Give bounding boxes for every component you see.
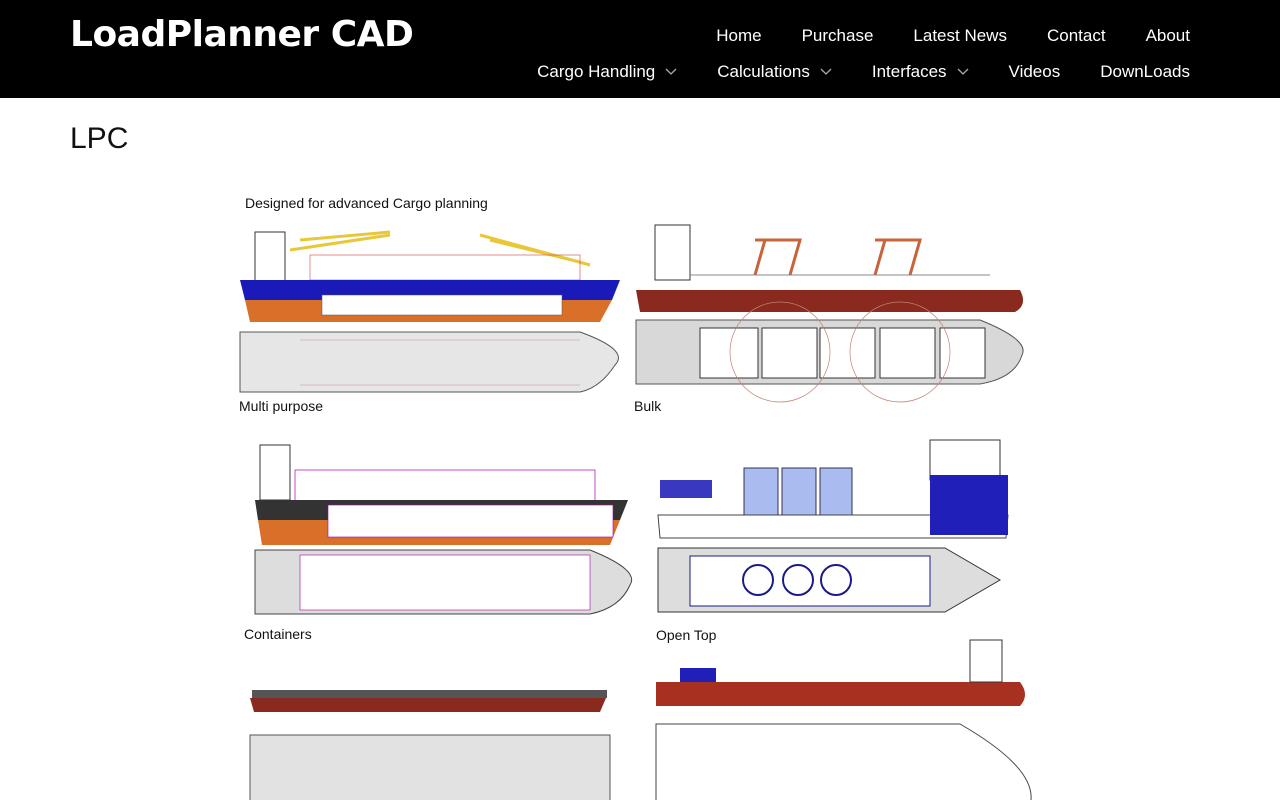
site-logo[interactable]: LoadPlanner CAD xyxy=(70,14,414,55)
multi-purpose-ship-drawing xyxy=(239,230,620,393)
chevron-down-icon xyxy=(820,68,832,75)
nav-home[interactable]: Home xyxy=(716,26,762,45)
primary-nav: Home Purchase Latest News Contact About xyxy=(676,26,1190,46)
nav-purchase[interactable]: Purchase xyxy=(801,26,874,45)
nav-downloads[interactable]: DownLoads xyxy=(1100,62,1190,81)
container-ship-drawing xyxy=(254,444,632,615)
secondary-nav: Cargo Handling Calculations Interfaces V… xyxy=(497,62,1190,82)
nav-label: Interfaces xyxy=(871,62,947,81)
chevron-down-icon xyxy=(957,68,968,75)
caption-containers: Containers xyxy=(244,626,312,642)
chevron-down-icon xyxy=(665,68,677,75)
nav-interfaces[interactable]: Interfaces xyxy=(872,62,969,82)
nav-contact[interactable]: Contact xyxy=(1046,26,1106,45)
nav-latest-news[interactable]: Latest News xyxy=(913,26,1007,45)
site-header: LoadPlanner CAD Home Purchase Latest New… xyxy=(0,0,1280,98)
nav-videos[interactable]: Videos xyxy=(1008,62,1061,81)
nav-cargo-handling[interactable]: Cargo Handling xyxy=(537,62,677,82)
figure-heading: Designed for advanced Cargo planning xyxy=(245,195,488,211)
caption-multi-purpose: Multi purpose xyxy=(239,398,324,414)
caption-bulk: Bulk xyxy=(634,398,662,414)
ship-drawings-image xyxy=(239,224,1032,800)
nav-label: Cargo Handling xyxy=(537,62,656,81)
page-title: LPC xyxy=(70,122,129,155)
barge-drawing-right xyxy=(655,639,1032,800)
open-top-ship-drawing xyxy=(657,439,1009,613)
nav-calculations[interactable]: Calculations xyxy=(717,62,832,82)
caption-open-top: Open Top xyxy=(656,627,717,643)
bulk-ship-drawing xyxy=(635,224,1024,403)
nav-about[interactable]: About xyxy=(1145,26,1190,45)
barge-drawing-left xyxy=(249,690,611,800)
nav-label: Calculations xyxy=(717,62,810,81)
